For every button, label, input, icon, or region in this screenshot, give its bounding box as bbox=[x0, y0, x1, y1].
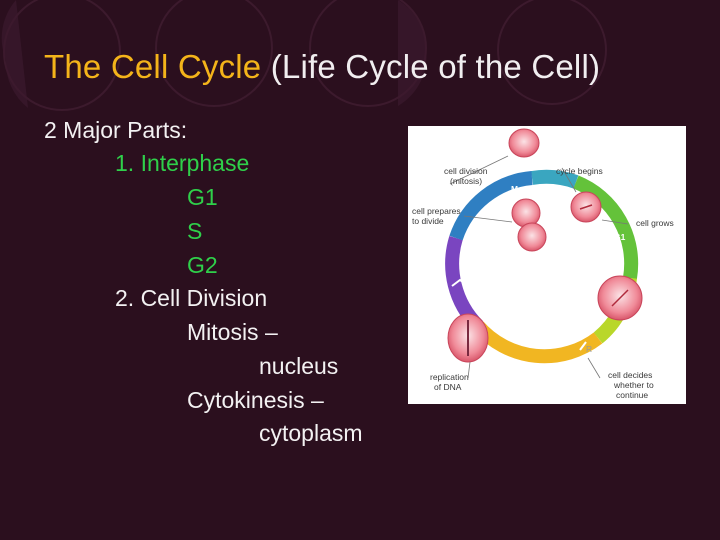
label-cell-division: cell division bbox=[444, 166, 488, 176]
label-cell-decides: cell decides bbox=[608, 370, 652, 380]
major-parts-heading: 2 Major Parts: bbox=[44, 117, 188, 143]
phase-g2-label: G2 bbox=[464, 232, 476, 242]
label-of-dna: of DNA bbox=[434, 382, 462, 392]
label-continue: continue bbox=[616, 390, 648, 400]
phase-s-label: S bbox=[524, 372, 530, 382]
phase-r-label: R bbox=[586, 344, 592, 354]
cytoplasm-item: cytoplasm bbox=[259, 420, 363, 446]
label-cycle-begins: cycle begins bbox=[556, 166, 603, 176]
g2-item: G2 bbox=[187, 252, 218, 278]
title-highlight: The Cell Cycle bbox=[44, 48, 262, 85]
label-cell-prepares: cell prepares bbox=[412, 206, 461, 216]
cytokinesis-item: Cytokinesis – bbox=[187, 387, 324, 413]
cell-images bbox=[447, 128, 643, 363]
interphase-item: 1. Interphase bbox=[115, 150, 250, 176]
cell-cycle-diagram: M G1 G2 S R bbox=[408, 126, 686, 404]
title-rest: (Life Cycle of the Cell) bbox=[261, 48, 601, 85]
label-mitosis: (mitosis) bbox=[450, 176, 482, 186]
phase-m-label: M bbox=[511, 184, 518, 194]
phase-g1-label: G1 bbox=[614, 232, 626, 242]
mitosis-item: Mitosis – bbox=[187, 319, 278, 345]
label-replication: replication bbox=[430, 372, 469, 382]
slide-title: The Cell Cycle (Life Cycle of the Cell) bbox=[44, 48, 600, 86]
label-whether-to: whether to bbox=[613, 380, 654, 390]
g1-item: G1 bbox=[187, 184, 218, 210]
s-item: S bbox=[187, 218, 203, 244]
nucleus-item: nucleus bbox=[259, 353, 339, 379]
cell-division-item: 2. Cell Division bbox=[115, 285, 268, 311]
label-cell-grows: cell grows bbox=[636, 218, 674, 228]
label-to-divide: to divide bbox=[412, 216, 444, 226]
